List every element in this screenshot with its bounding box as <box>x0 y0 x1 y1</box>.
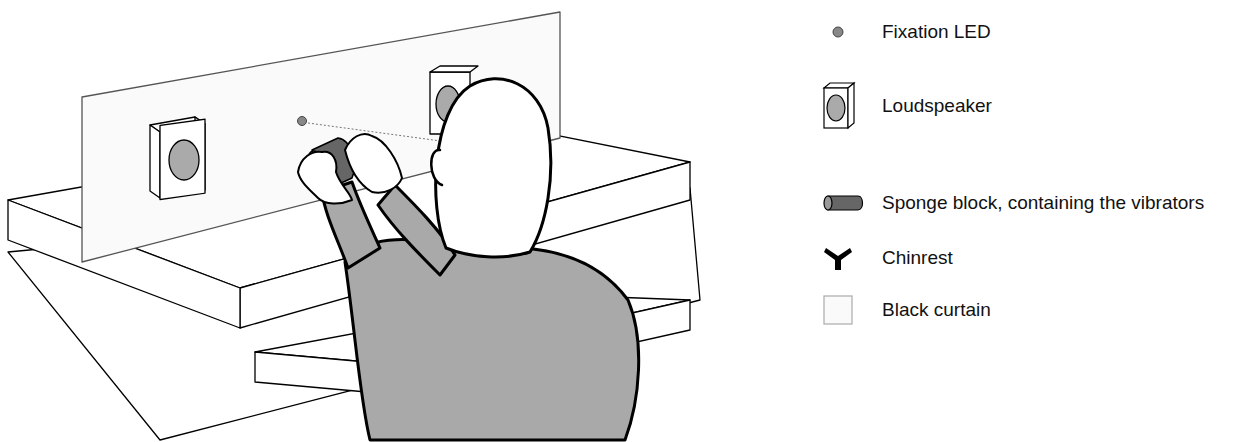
right-hand <box>345 134 402 193</box>
legend-text: Fixation LED <box>882 21 991 44</box>
head <box>436 79 551 257</box>
legend-sponge-symbol <box>824 196 863 210</box>
torso <box>345 240 639 440</box>
legend-curtain-symbol <box>824 296 852 324</box>
fixation-led <box>298 117 307 126</box>
black-curtain <box>82 12 560 262</box>
legend-speaker-symbol <box>824 83 854 128</box>
legend-text: Sponge block, containing the vibrators <box>882 192 1204 215</box>
legend-text: Loudspeaker <box>882 95 992 118</box>
legend-text: Black curtain <box>882 299 991 322</box>
legend-text: Chinrest <box>882 247 953 270</box>
ear <box>431 150 442 185</box>
legend-led-symbol <box>833 27 843 37</box>
loudspeaker <box>150 117 205 200</box>
legend-chinrest-symbol <box>824 248 852 270</box>
left-hand <box>298 152 352 204</box>
